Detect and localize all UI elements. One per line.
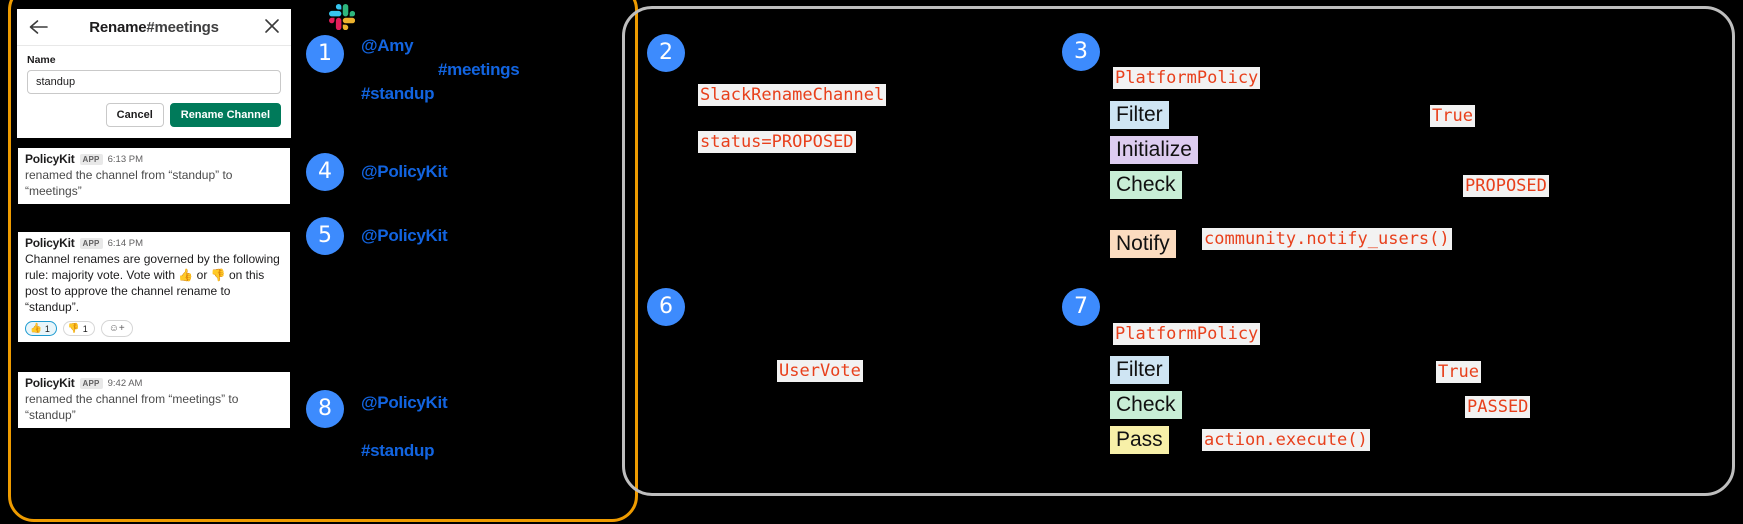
modal-title: Rename#meetings xyxy=(17,19,291,36)
code-slack-rename-channel: SlackRenameChannel xyxy=(698,84,887,106)
step-marker-2: 2 xyxy=(647,34,685,72)
name-field-label: Name xyxy=(27,54,56,66)
stage-notify-3: Notify xyxy=(1110,230,1176,258)
thumbsdown-icon: 👎 xyxy=(67,323,80,334)
message-timestamp: 6:13 PM xyxy=(107,153,143,165)
stage-check-7: Check xyxy=(1110,391,1182,419)
label-policykit-5: @PolicyKit xyxy=(361,226,448,245)
message-body: renamed the channel from “meetings” to “… xyxy=(25,392,239,422)
reaction-count: 1 xyxy=(82,323,88,334)
cancel-button[interactable]: Cancel xyxy=(105,103,164,127)
result-check-3: PROPOSED xyxy=(1463,175,1549,197)
stage-check-3: Check xyxy=(1110,171,1182,199)
stage-pass-7: Pass xyxy=(1110,426,1169,454)
modal-body: Name standup Cancel Rename Channel xyxy=(17,46,291,127)
message-timestamp: 6:14 PM xyxy=(107,237,143,249)
message-body: Channel renames are governed by the foll… xyxy=(25,252,280,314)
stage-initialize-3: Initialize xyxy=(1110,136,1198,164)
back-arrow-icon[interactable] xyxy=(27,17,49,37)
step-marker-8: 8 xyxy=(306,390,344,428)
stage-filter-3: Filter xyxy=(1110,101,1169,129)
label-standup-bottom: #standup xyxy=(361,441,435,460)
reaction-bar: 👍 1 👎 1 ☺+ xyxy=(25,320,283,337)
code-platform-policy-3: PlatformPolicy xyxy=(1113,67,1261,89)
step-marker-6: 6 xyxy=(647,288,685,326)
result-filter-7: True xyxy=(1436,361,1481,383)
rename-channel-modal: Rename#meetings Name standup Cancel Rena… xyxy=(17,9,291,138)
label-policykit-8: @PolicyKit xyxy=(361,393,448,412)
message-vote-rule: PolicyKit APP 6:14 PM Channel renames ar… xyxy=(18,232,290,342)
label-amy: @Amy xyxy=(361,36,414,55)
reaction-thumbsdown[interactable]: 👎 1 xyxy=(62,321,95,336)
step-marker-4: 4 xyxy=(306,153,344,191)
label-policykit-4: @PolicyKit xyxy=(361,162,448,181)
step-marker-5: 5 xyxy=(306,217,344,255)
modal-title-channel: #meetings xyxy=(146,18,219,36)
code-notify-users-call: community.notify_users() xyxy=(1202,228,1452,250)
slack-logo-icon xyxy=(329,3,356,31)
label-standup-top: #standup xyxy=(361,84,435,103)
code-user-vote: UserVote xyxy=(777,360,863,382)
step-marker-1: 1 xyxy=(306,35,344,73)
app-badge: APP xyxy=(79,153,103,165)
app-badge: APP xyxy=(79,377,103,389)
message-renamed-standup-to-meetings: PolicyKit APP 6:13 PM renamed the channe… xyxy=(18,148,290,204)
message-header: PolicyKit APP 6:14 PM xyxy=(25,236,283,250)
stage-filter-7: Filter xyxy=(1110,356,1169,384)
reaction-thumbsup[interactable]: 👍 1 xyxy=(25,321,57,336)
message-header: PolicyKit APP 9:42 AM xyxy=(25,376,283,390)
modal-actions: Cancel Rename Channel xyxy=(27,103,281,127)
result-filter-3: True xyxy=(1430,105,1475,127)
message-author: PolicyKit xyxy=(25,376,75,390)
message-header: PolicyKit APP 6:13 PM xyxy=(25,152,283,166)
close-icon[interactable] xyxy=(263,17,281,35)
message-author: PolicyKit xyxy=(25,236,75,250)
thumbsup-icon: 👍 xyxy=(30,323,42,334)
message-author: PolicyKit xyxy=(25,152,75,166)
step-marker-7: 7 xyxy=(1062,288,1100,326)
result-check-7: PASSED xyxy=(1465,396,1531,418)
reaction-count: 1 xyxy=(44,323,50,334)
message-body: renamed the channel from “standup” to “m… xyxy=(25,168,233,198)
code-platform-policy-7: PlatformPolicy xyxy=(1113,323,1261,345)
channel-name-input[interactable]: standup xyxy=(27,70,281,94)
modal-header: Rename#meetings xyxy=(17,9,291,46)
rename-channel-button[interactable]: Rename Channel xyxy=(169,103,281,127)
app-badge: APP xyxy=(79,237,103,249)
code-status-proposed: status=PROPOSED xyxy=(698,131,856,153)
message-renamed-meetings-to-standup: PolicyKit APP 9:42 AM renamed the channe… xyxy=(18,372,290,428)
code-action-execute-call: action.execute() xyxy=(1202,429,1370,451)
add-reaction-icon[interactable]: ☺+ xyxy=(100,320,133,337)
label-meetings: #meetings xyxy=(438,60,520,79)
step-marker-3: 3 xyxy=(1062,33,1100,71)
modal-title-action: Rename xyxy=(89,18,147,36)
message-timestamp: 9:42 AM xyxy=(107,377,143,389)
